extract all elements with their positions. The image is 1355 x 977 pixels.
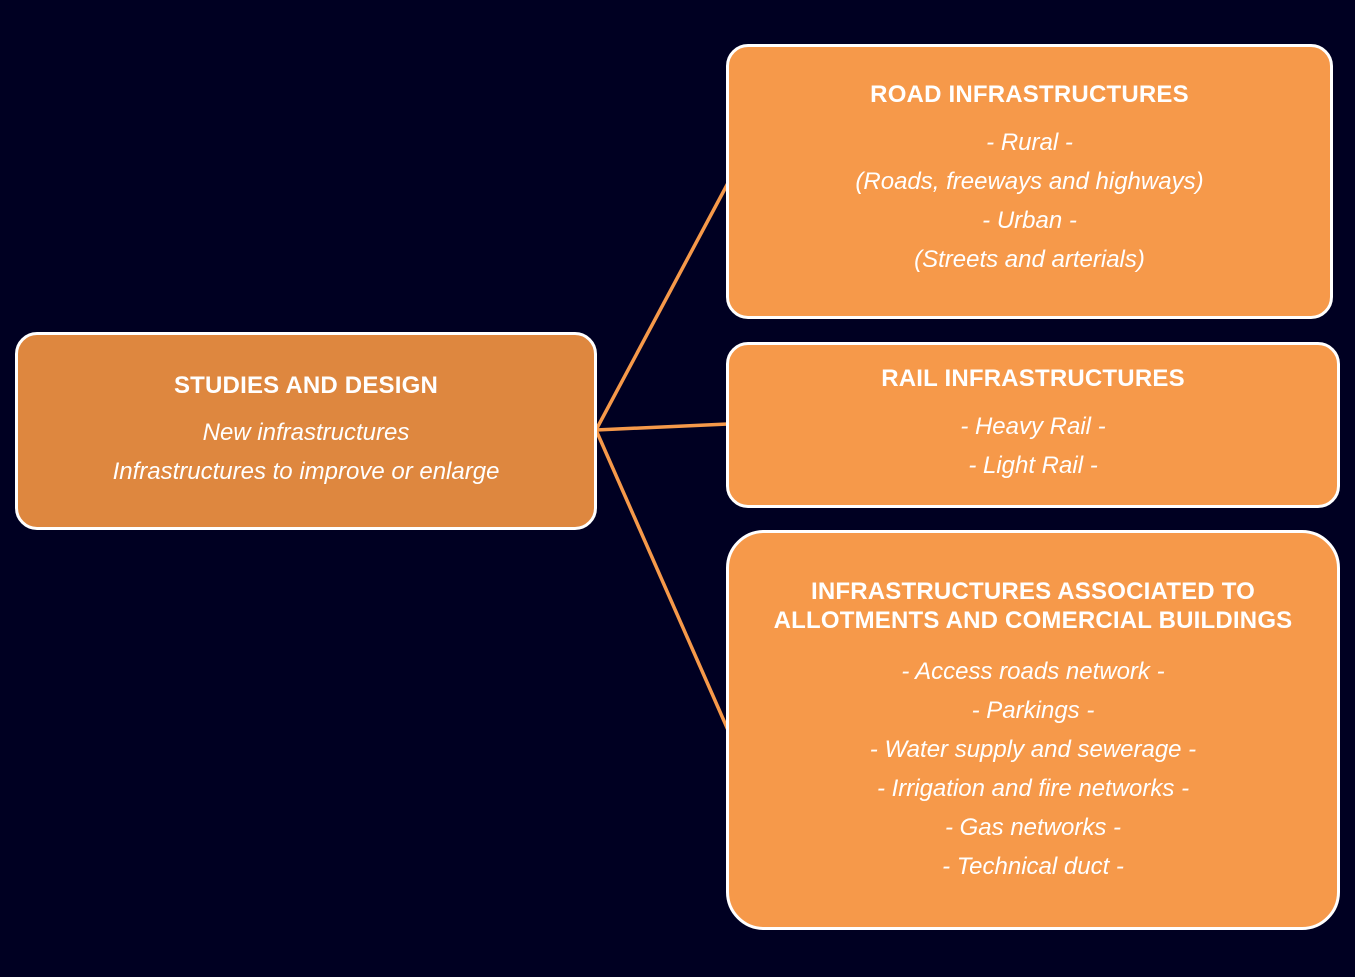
connector-rail [595, 422, 729, 432]
node-line: - Heavy Rail - [960, 413, 1106, 440]
node-line: - Gas networks - [944, 814, 1122, 841]
connector-road [594, 182, 730, 431]
node-line: - Water supply and sewerage - [869, 736, 1197, 763]
root-line: New infrastructures [202, 419, 410, 446]
node-road-infrastructures: ROAD INFRASTRUCTURES - Rural - (Roads, f… [726, 44, 1333, 319]
node-title-line: ALLOTMENTS AND COMERCIAL BUILDINGS [773, 607, 1293, 634]
node-line: (Roads, freeways and highways) [855, 168, 1204, 195]
node-title-line: INFRASTRUCTURES ASSOCIATED TO [810, 578, 1256, 605]
node-line: - Technical duct - [942, 853, 1124, 880]
node-title: RAIL INFRASTRUCTURES [881, 365, 1185, 392]
root-line: Infrastructures to improve or enlarge [112, 458, 500, 485]
node-line: (Streets and arterials) [914, 246, 1145, 273]
node-line: - Urban - [982, 207, 1077, 234]
node-title: ROAD INFRASTRUCTURES [870, 81, 1189, 108]
root-title: STUDIES AND DESIGN [173, 372, 439, 399]
node-rail-infrastructures: RAIL INFRASTRUCTURES - Heavy Rail - - Li… [726, 342, 1340, 508]
node-line: - Access roads network - [901, 658, 1165, 685]
node-line: - Irrigation and fire networks - [876, 775, 1190, 802]
connector-allotments [594, 429, 730, 731]
node-allotments-and-commercial-buildings: INFRASTRUCTURES ASSOCIATED TO ALLOTMENTS… [726, 530, 1340, 930]
node-line: - Light Rail - [968, 452, 1098, 479]
root-node-studies-and-design: STUDIES AND DESIGN New infrastructures I… [15, 332, 597, 530]
node-line: - Parkings - [971, 697, 1095, 724]
node-line: - Rural - [986, 129, 1073, 156]
